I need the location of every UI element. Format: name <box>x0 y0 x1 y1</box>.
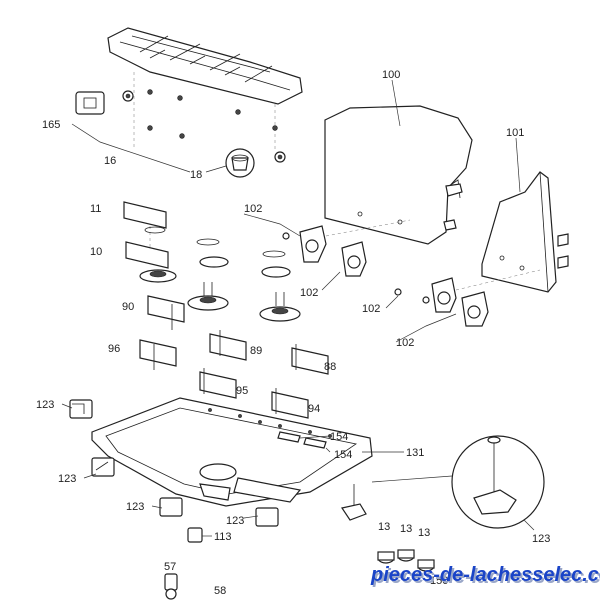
hinge-part-154 <box>277 431 331 453</box>
connector-part-113 <box>187 527 212 543</box>
label-13-a: 13 <box>378 521 390 533</box>
label-95: 95 <box>236 385 248 397</box>
label-18: 18 <box>190 169 202 181</box>
label-102-c: 102 <box>362 303 380 315</box>
circle-callout-part-18 <box>225 148 255 178</box>
watermark-shadow: pieces-de-lachesselec.com <box>372 566 600 588</box>
label-96: 96 <box>108 343 120 355</box>
label-16: 16 <box>104 155 116 167</box>
fitting-part-57 <box>164 573 178 600</box>
pan-support-grid <box>107 27 303 150</box>
base-tray-part-131 <box>91 397 373 507</box>
label-58: 58 <box>214 585 226 597</box>
label-57: 57 <box>164 561 176 573</box>
label-113: 113 <box>214 531 232 543</box>
label-123-c: 123 <box>126 501 144 513</box>
label-88: 88 <box>324 361 336 373</box>
knobs-part-13 <box>377 549 435 572</box>
label-123-a: 123 <box>36 399 54 411</box>
label-102-d: 102 <box>396 337 414 349</box>
label-123-b: 123 <box>58 473 76 485</box>
label-154-a: 154 <box>330 431 348 443</box>
label-150: 150 <box>430 575 448 587</box>
panel-hinge-clips <box>443 183 569 269</box>
gas-valves-part-102 <box>282 219 541 327</box>
label-90: 90 <box>122 301 134 313</box>
label-102-a: 102 <box>244 203 262 215</box>
label-13-c: 13 <box>418 527 430 539</box>
label-13-b: 13 <box>400 523 412 535</box>
label-101: 101 <box>506 127 524 139</box>
label-94: 94 <box>308 403 320 415</box>
label-10: 10 <box>90 246 102 258</box>
burner-caps-part-11 <box>123 201 286 258</box>
label-100: 100 <box>382 69 400 81</box>
side-panel-part-101 <box>481 137 557 293</box>
label-165: 165 <box>42 119 60 131</box>
detail-callout-123 <box>341 435 545 531</box>
thermocouple-electrodes <box>139 295 329 419</box>
label-89: 89 <box>250 345 262 357</box>
label-131: 131 <box>406 447 424 459</box>
burner-heads-part-10 <box>125 241 301 322</box>
label-11: 11 <box>90 203 101 215</box>
watermark-text: pieces-de-lachesselec.com <box>370 564 600 586</box>
label-123-d: 123 <box>226 515 244 527</box>
label-123-e: 123 <box>532 533 550 545</box>
rubber-foot-part-165 <box>75 90 286 163</box>
brackets-part-123 <box>61 399 279 527</box>
side-panel-part-100 <box>324 79 473 245</box>
label-154-b: 154 <box>334 449 352 461</box>
label-102-b: 102 <box>300 287 318 299</box>
